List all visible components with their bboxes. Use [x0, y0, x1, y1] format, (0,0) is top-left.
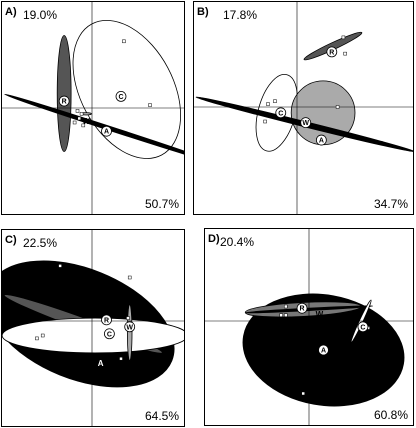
axis2-percent: 17.8%	[223, 8, 257, 22]
data-point	[81, 123, 86, 128]
axis1-percent: 50.7%	[145, 197, 179, 211]
group-label-marker	[275, 107, 287, 119]
data-point	[273, 99, 277, 103]
group-label-marker	[104, 328, 115, 340]
group-label-R: R	[329, 49, 334, 56]
panel-letter: B)	[197, 6, 209, 18]
axis1-percent: 34.7%	[374, 197, 408, 211]
group-label-A: A	[98, 359, 104, 368]
group-label-marker	[124, 321, 136, 333]
group-label-R: R	[62, 99, 67, 106]
group-label-marker	[315, 134, 327, 146]
group-label-W: W	[82, 117, 90, 126]
group-label-A: A	[321, 348, 326, 355]
group-label-marker	[357, 321, 369, 333]
data-point	[72, 120, 77, 125]
ellipse-C	[1, 317, 185, 354]
group-label-marker	[101, 125, 112, 137]
data-point	[343, 51, 347, 56]
panel-2: R C W A B) 17.8% 34.7%	[193, 1, 414, 215]
group-label-marker	[58, 95, 70, 107]
data-point	[77, 116, 81, 121]
group-label-R: R	[300, 306, 305, 313]
ellipse-R	[56, 35, 72, 152]
group-label-W: W	[126, 324, 133, 331]
group-label-marker	[101, 314, 112, 326]
data-point	[279, 313, 283, 317]
panel-4: R W C A D)20.4% 60.8%	[204, 228, 414, 426]
panel-frame	[193, 1, 414, 215]
data-point	[127, 275, 132, 280]
plot-area: R W C A	[204, 228, 414, 426]
plot-area: R C A W	[1, 1, 185, 215]
group-label-marker	[296, 302, 308, 314]
data-point	[40, 333, 45, 338]
ellipse-R	[303, 31, 363, 61]
axis1-percent: 60.8%	[374, 408, 408, 422]
group-label-marker	[115, 91, 127, 102]
data-point	[126, 316, 130, 320]
group-label-A: A	[104, 129, 109, 136]
plot-area: R C W A	[193, 1, 414, 215]
panel-letter: C)	[5, 234, 17, 246]
data-point	[284, 304, 288, 309]
panel-frame	[204, 228, 414, 426]
data-point	[263, 119, 267, 124]
data-point	[79, 112, 84, 116]
panel-frame	[1, 229, 185, 427]
axis2-percent: 20.4%	[220, 235, 254, 249]
group-label-C: C	[360, 324, 365, 331]
group-label-R: R	[104, 317, 109, 324]
ellipse-W	[126, 304, 133, 361]
group-label-C: C	[107, 331, 112, 338]
data-point	[35, 336, 39, 341]
axis2-percent: 19.0%	[23, 8, 57, 22]
group-label-C: C	[278, 110, 283, 117]
group-label-A: A	[319, 138, 324, 145]
data-point	[148, 103, 152, 107]
data-point	[58, 264, 62, 268]
panel-3: RC W A C) 22.5% 64.5%	[1, 229, 185, 427]
axis1-percent: 64.5%	[145, 409, 179, 423]
data-point	[341, 35, 346, 40]
plot-area: RC W A	[1, 229, 185, 427]
group-label-marker	[300, 117, 312, 129]
data-point	[75, 109, 80, 113]
data-point	[119, 356, 123, 361]
axis2-percent: 22.5%	[23, 236, 57, 250]
group-label-C: C	[118, 94, 123, 101]
group-label-marker	[318, 344, 329, 356]
panel-1: R C A W A) 19.0% 50.7%	[1, 1, 185, 215]
group-label-marker	[326, 46, 338, 58]
data-point	[284, 313, 288, 317]
data-point	[301, 391, 305, 396]
group-label-W: W	[302, 120, 309, 127]
group-label-W: W	[316, 310, 324, 319]
panel-letter: A)	[5, 6, 17, 18]
data-point	[266, 102, 270, 106]
data-point	[122, 39, 126, 44]
panel-frame	[1, 1, 185, 215]
data-point	[335, 105, 340, 109]
panel-letter: D)	[208, 233, 220, 245]
